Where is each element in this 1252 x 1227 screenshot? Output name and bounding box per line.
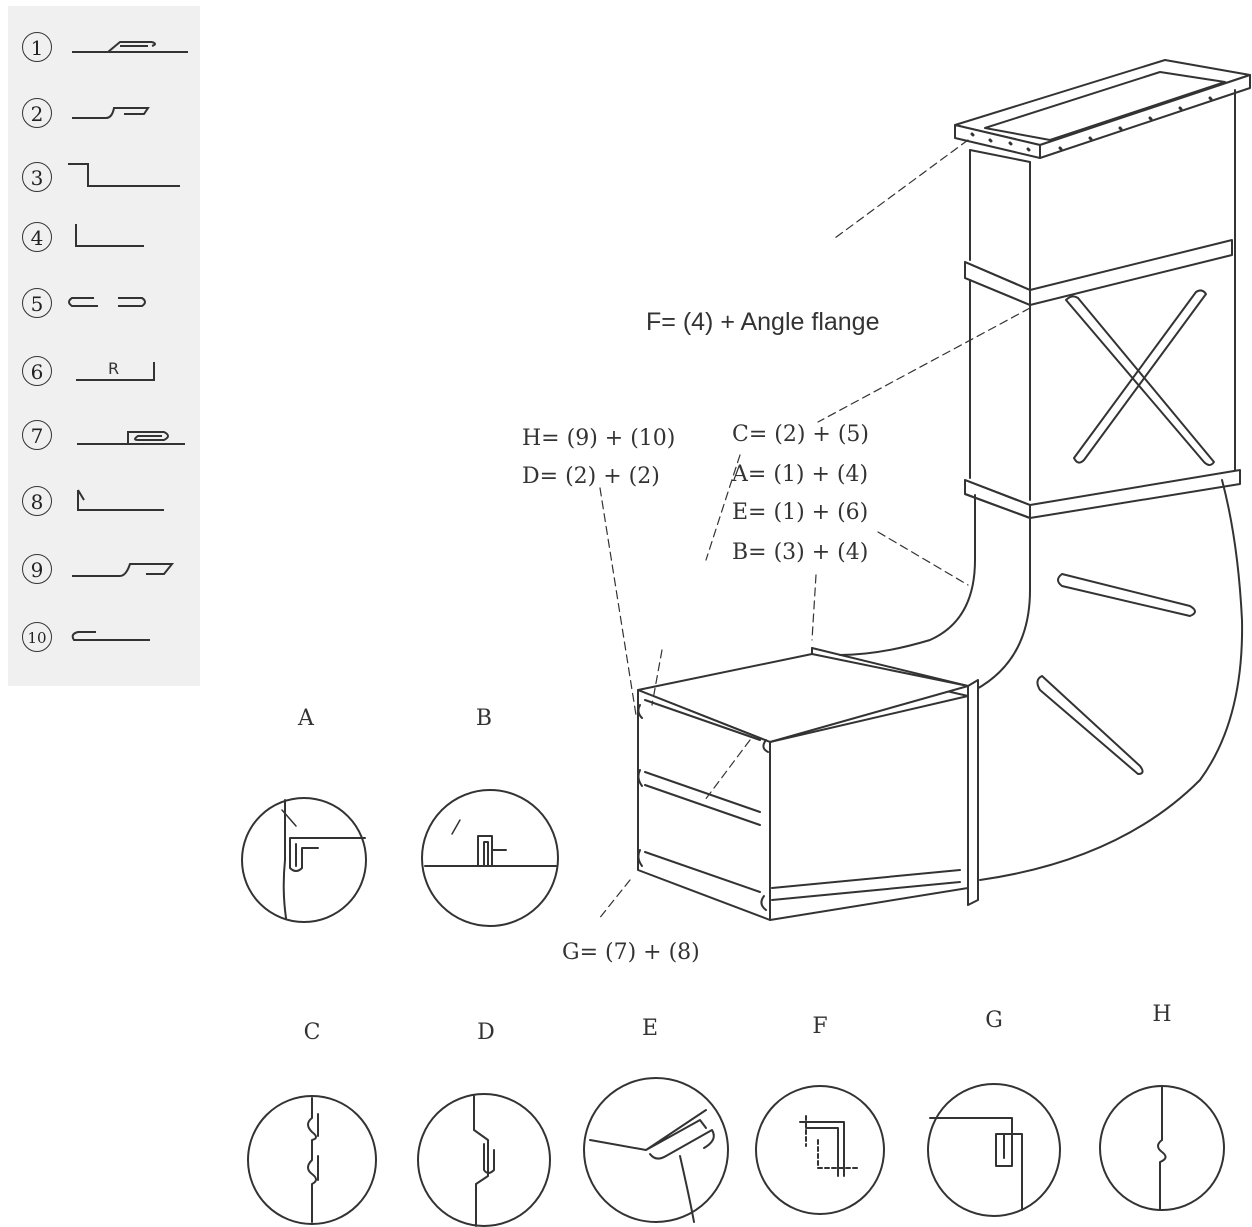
vertical-duct: [964, 89, 1241, 519]
callout-c: C= (2) + (5): [732, 422, 870, 447]
legend-number: 6: [22, 356, 52, 386]
detail-letter-h: H: [1152, 1002, 1172, 1027]
legend-item-10: 10: [22, 618, 192, 658]
horizontal-duct: [637, 653, 969, 921]
callout-h: H= (9) + (10): [522, 426, 676, 451]
detail-circle-c: [247, 1095, 377, 1225]
detail-circle-h: [1099, 1085, 1225, 1211]
detail-circle-b: [421, 789, 559, 927]
legend-number: 9: [22, 554, 52, 584]
cap-strip-icon: [68, 297, 146, 307]
leader-lines: [597, 139, 1031, 921]
elbow: [839, 479, 1244, 881]
seam-legend: 1 2 3 4 5 6 R 7: [8, 6, 200, 686]
detail-circle-f: [755, 1085, 885, 1215]
offset-hook-long-icon: [72, 563, 175, 577]
legend-number: 5: [22, 288, 52, 318]
step-down-icon: [68, 163, 180, 187]
detail-letter-f: F: [812, 1014, 828, 1039]
detail-circle-d: [417, 1093, 551, 1227]
callout-a: A= (1) + (4): [732, 462, 869, 487]
legend-item-7: 7: [22, 416, 192, 456]
top-flange: [954, 59, 1251, 159]
legend-number: 7: [22, 420, 52, 450]
legend-item-5: 5: [22, 284, 192, 324]
detail-letter-b: B: [475, 706, 493, 731]
rolled-hem-icon: [77, 431, 186, 445]
legend-item-9: 9: [22, 550, 192, 590]
legend-item-4: 4: [22, 218, 192, 258]
offset-hook-icon: [72, 107, 150, 119]
r-bend-icon: R: [76, 359, 155, 381]
right-angle-icon: [75, 224, 144, 247]
detail-letter-e: E: [641, 1016, 659, 1041]
legend-item-2: 2: [22, 94, 192, 134]
legend-item-1: 1: [22, 28, 192, 68]
legend-number: 10: [22, 622, 52, 652]
legend-item-8: 8: [22, 482, 192, 522]
legend-item-6: 6 R: [22, 352, 192, 392]
legend-number: 8: [22, 486, 52, 516]
detail-letter-d: D: [477, 1020, 495, 1045]
double-fold-seam-icon: [72, 41, 188, 53]
legend-number: 3: [22, 162, 52, 192]
detail-circle-e: [583, 1077, 729, 1223]
legend-number: 1: [22, 32, 52, 62]
detail-circle-g: [927, 1083, 1061, 1217]
legend-number: 4: [22, 222, 52, 252]
callout-d: D= (2) + (2): [522, 464, 660, 489]
detail-letter-a: A: [298, 706, 314, 731]
flange-tab-icon: [77, 489, 164, 511]
callout-b: B= (3) + (4): [732, 540, 869, 565]
callout-e: E= (1) + (6): [732, 500, 869, 525]
detail-circle-a: [241, 797, 367, 923]
svg-text:R: R: [108, 359, 119, 378]
detail-letter-g: G: [985, 1008, 1003, 1033]
legend-number: 2: [22, 98, 52, 128]
legend-item-3: 3: [22, 158, 192, 198]
callout-f: F= (4) + Angle flange: [646, 308, 880, 336]
detail-letter-c: C: [303, 1020, 321, 1045]
callout-g: G= (7) + (8): [562, 940, 700, 965]
open-hem-icon: [71, 631, 150, 641]
